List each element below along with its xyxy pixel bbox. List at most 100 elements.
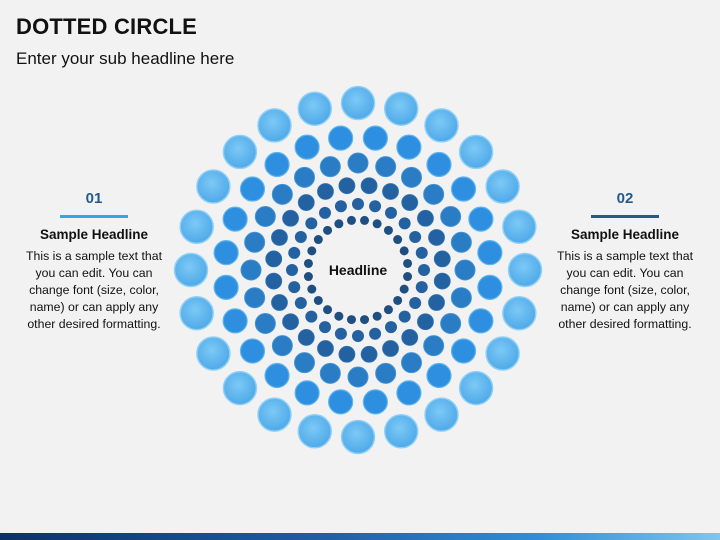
ring-2-dot <box>239 176 266 202</box>
ring-4-dot <box>271 229 288 246</box>
ring-5-dot <box>305 217 318 230</box>
ring-1-dot <box>196 336 231 371</box>
ring-2-dot <box>239 338 266 364</box>
ring-5-dot <box>369 327 382 340</box>
dots-layer <box>173 85 543 455</box>
ring-1-dot <box>502 209 537 245</box>
ring-2-dot <box>294 134 320 160</box>
ring-2-dot <box>328 389 354 415</box>
right-panel-number: 02 <box>616 190 634 207</box>
ring-4-dot <box>282 313 299 331</box>
ring-2-dot <box>328 125 354 151</box>
ring-5-dot <box>319 206 331 219</box>
ring-4-dot <box>428 294 445 311</box>
ring-1-dot <box>383 91 419 126</box>
ring-1-dot <box>297 91 333 126</box>
ring-6-dot <box>403 258 413 268</box>
ring-1-dot <box>297 414 333 449</box>
ring-5-dot <box>334 200 347 213</box>
ring-6-dot <box>334 219 344 229</box>
ring-3-dot <box>450 287 472 309</box>
ring-5-dot <box>385 206 397 219</box>
left-panel-accent-line <box>60 215 128 218</box>
ring-5-dot <box>409 297 422 309</box>
ring-3-dot <box>319 156 341 178</box>
ring-1-dot <box>196 169 231 204</box>
ring-5-dot <box>409 231 422 243</box>
ring-3-dot <box>294 352 315 374</box>
ring-3-dot <box>271 335 293 357</box>
ring-3-dot <box>401 166 422 188</box>
right-panel-body: This is a sample text that you can edit.… <box>556 249 693 331</box>
ring-6-dot <box>307 284 317 294</box>
ring-4-dot <box>382 183 399 200</box>
slide-subtitle: Enter your sub headline here <box>16 49 235 68</box>
ring-1-dot <box>257 108 292 143</box>
ring-4-dot <box>360 345 378 363</box>
ring-2-dot <box>362 125 388 151</box>
ring-5-dot <box>288 281 301 294</box>
left-panel-number: 01 <box>85 190 103 207</box>
ring-1-dot <box>383 414 419 449</box>
ring-6-dot <box>313 235 323 245</box>
ring-4-dot <box>433 250 451 268</box>
right-panel-headline: Sample Headline <box>570 227 680 242</box>
ring-1-dot <box>502 295 537 331</box>
ring-5-dot <box>352 330 364 342</box>
ring-1-dot <box>485 169 520 204</box>
ring-4-dot <box>265 250 283 268</box>
ring-5-dot <box>415 246 428 259</box>
ring-2-dot <box>468 206 494 232</box>
ring-1-dot <box>458 370 494 406</box>
ring-3-dot <box>454 259 476 281</box>
right-text-panel: 02 Sample Headline This is a sample text… <box>550 188 700 333</box>
ring-2-dot <box>396 380 422 406</box>
ring-6-dot <box>393 295 403 305</box>
ring-1-dot <box>340 85 376 121</box>
ring-1-dot <box>179 209 214 245</box>
ring-3-dot <box>294 166 315 188</box>
ring-1-dot <box>507 252 543 288</box>
ring-1-dot <box>173 252 209 288</box>
ring-5-dot <box>418 264 430 276</box>
ring-1-dot <box>458 134 494 170</box>
ring-4-dot <box>271 294 288 311</box>
ring-1-dot <box>222 370 258 406</box>
ring-3-dot <box>347 152 369 174</box>
ring-3-dot <box>254 313 276 334</box>
ring-3-dot <box>423 183 445 205</box>
ring-6-dot <box>303 272 313 282</box>
left-panel-headline: Sample Headline <box>39 227 149 242</box>
ring-3-dot <box>319 362 341 384</box>
ring-3-dot <box>450 231 472 253</box>
ring-3-dot <box>440 206 462 227</box>
ring-4-dot <box>338 177 356 195</box>
bottom-accent-bar <box>0 533 720 540</box>
ring-6-dot <box>346 215 356 225</box>
ring-2-dot <box>450 176 477 202</box>
ring-3-dot <box>401 352 422 374</box>
ring-6-dot <box>399 284 409 294</box>
ring-4-dot <box>297 194 315 211</box>
ring-4-dot <box>317 340 334 357</box>
ring-5-dot <box>286 264 298 276</box>
ring-6-dot <box>372 311 382 321</box>
ring-5-dot <box>369 200 382 213</box>
ring-6-dot <box>307 246 317 256</box>
ring-4-dot <box>382 340 399 357</box>
ring-3-dot <box>375 362 397 384</box>
ring-4-dot <box>428 229 445 246</box>
ring-5-dot <box>398 310 411 323</box>
ring-4-dot <box>282 209 299 227</box>
ring-4-dot <box>417 313 434 331</box>
ring-6-dot <box>372 219 382 229</box>
ring-4-dot <box>297 329 315 346</box>
ring-4-dot <box>265 272 283 290</box>
ring-1-dot <box>257 397 292 432</box>
ring-6-dot <box>399 246 409 256</box>
ring-4-dot <box>401 194 419 211</box>
ring-6-dot <box>360 215 370 225</box>
ring-3-dot <box>440 313 462 334</box>
ring-4-dot <box>401 329 419 346</box>
